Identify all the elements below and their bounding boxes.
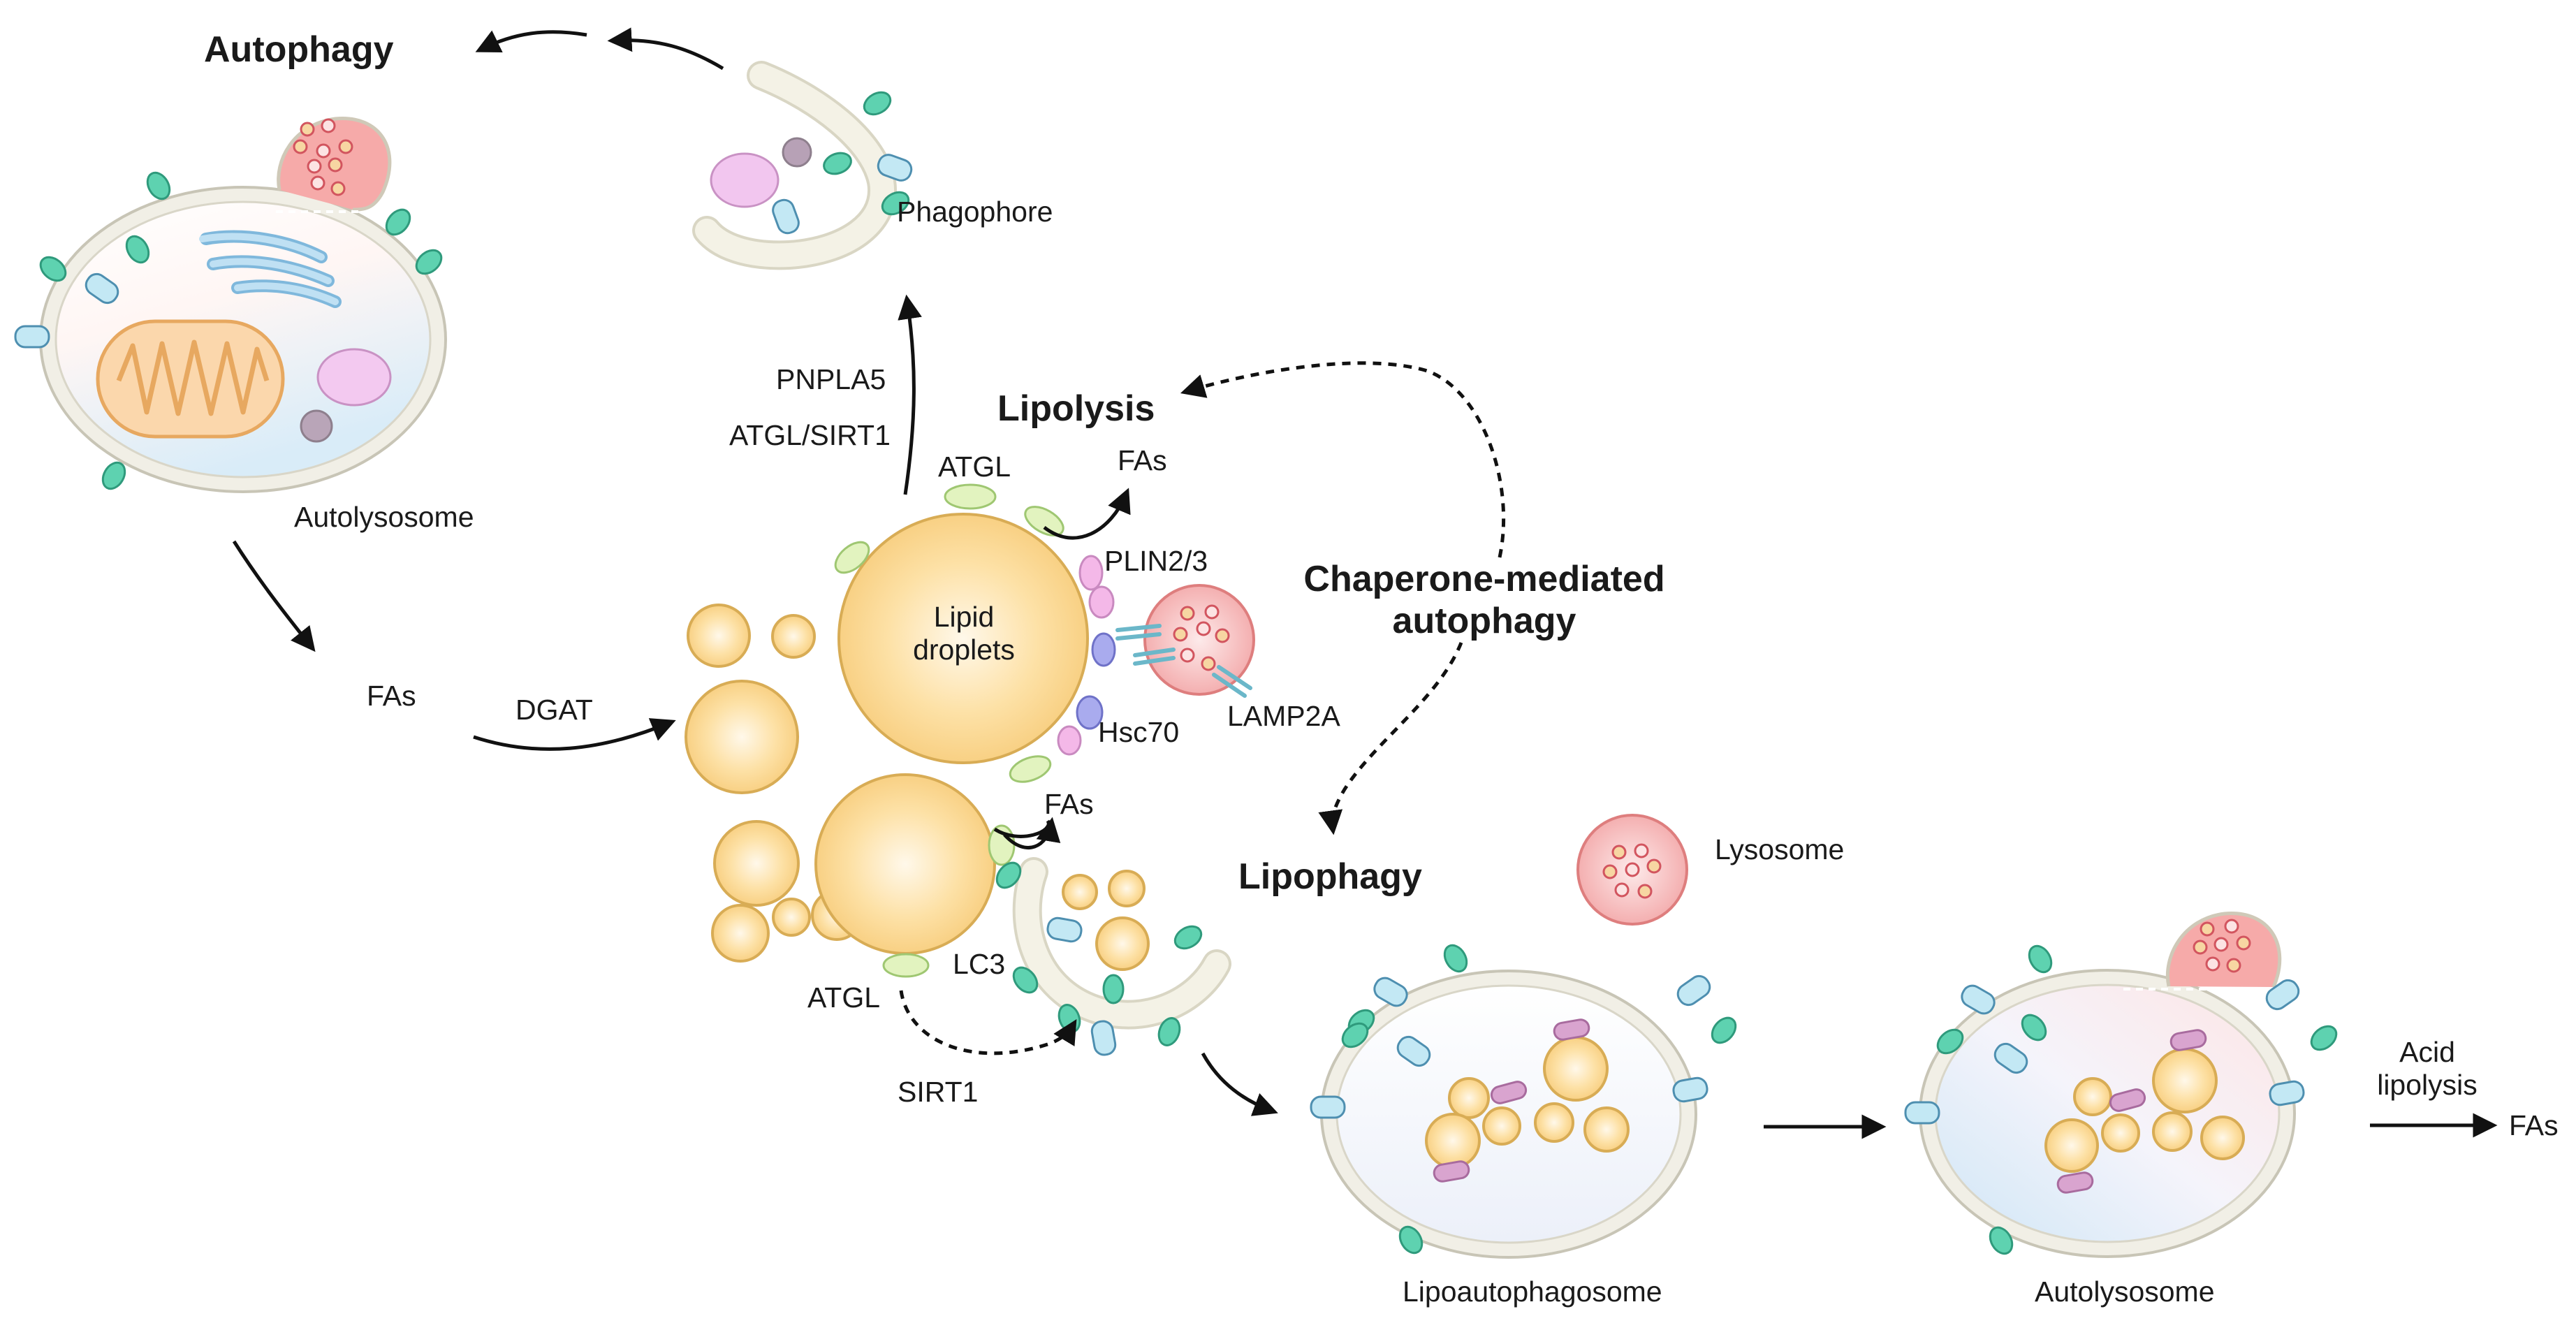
lipoautophagosome <box>1320 970 1697 1259</box>
hsc70-label: Hsc70 <box>1098 716 1180 748</box>
phagophore <box>692 61 898 270</box>
lipolysis-title: Lipolysis <box>997 388 1155 429</box>
atgl-bottom-label: ATGL <box>807 981 881 1014</box>
cma-lysosome-granule <box>1180 606 1195 621</box>
lysosome-granule <box>1611 845 1627 860</box>
lysosome-bottom-granule <box>2193 940 2208 955</box>
fas-right-label: FAs <box>2509 1109 2559 1141</box>
dashed-arrows <box>899 361 1506 1055</box>
arrow-fas-top <box>1043 488 1131 540</box>
lysosome-top-granule <box>316 143 331 159</box>
lysosome-granule <box>1634 843 1649 858</box>
chaperone-line1: Chaperone-mediated <box>1303 559 1665 599</box>
arrow-sirt1 <box>899 990 1077 1055</box>
lipoautophagosome-label: Lipoautophagosome <box>1403 1276 1662 1308</box>
lamp2a-label: LAMP2A <box>1227 700 1340 732</box>
golgi-apparatus <box>199 230 342 308</box>
autolysosome-bottom <box>1919 912 2296 1258</box>
lipid-droplets-cluster <box>685 513 1089 963</box>
cma-lysosome-granule <box>1201 656 1216 671</box>
cargo-particle-icon <box>300 409 333 443</box>
arrow-autolysosome-to-fas <box>232 540 316 652</box>
cma-lysosome-granule <box>1204 604 1220 620</box>
lysosome-top-granule <box>300 122 315 137</box>
lysosome-granule <box>1625 862 1640 877</box>
fas-left-label: FAs <box>367 680 416 712</box>
lipophagy-phagophore <box>1012 857 1231 1030</box>
lysosome-bottom-granule <box>2213 937 2229 952</box>
phagophore-label: Phagophore <box>897 196 1053 228</box>
autolysosome-top-label: Autolysosome <box>294 501 474 533</box>
autolysosome-bottom-label: Autolysosome <box>2035 1276 2215 1308</box>
arrow-dgat <box>473 718 676 751</box>
lysosome-granule <box>1637 884 1653 899</box>
arrow-cma-to-lipolysis <box>1180 361 1506 558</box>
lc3-protein-icons <box>39 91 2338 1255</box>
arrow-autophagy-2 <box>475 30 587 52</box>
lysosome-bottom-granule <box>2236 935 2251 951</box>
lysosome-granule <box>1646 858 1662 874</box>
atgl-protein-icons <box>834 483 1064 978</box>
lysosome-bottom-granule <box>2224 919 2239 934</box>
cargo-vesicle-icon <box>316 348 392 407</box>
lysosome-top-granule <box>338 139 353 154</box>
arrow-to-lipoautophagosome <box>1201 1052 1278 1116</box>
lysosome-top-granule <box>328 157 343 173</box>
lysosome-top-granule <box>293 139 308 154</box>
chaperone-mediated-autophagy-label: Chaperone-mediated autophagy <box>1282 559 1687 643</box>
lysosome-bottom-granule <box>2226 958 2241 973</box>
dgat-label: DGAT <box>515 694 593 726</box>
acid-line1: Acid <box>2399 1036 2455 1068</box>
mitochondrion <box>96 319 285 439</box>
chaperone-line2: autophagy <box>1392 600 1576 641</box>
lipophagy-title: Lipophagy <box>1238 856 1422 897</box>
lysosome-granule <box>1602 864 1618 879</box>
atgl-top-label: ATGL <box>938 451 1011 483</box>
lysosome-label: Lysosome <box>1715 833 1845 865</box>
lysosome-top-granule <box>310 175 325 191</box>
cma-lysosome-granule <box>1196 621 1211 636</box>
cma-lysosome-granule <box>1173 627 1188 642</box>
arrow-cma-to-lipophagy <box>1318 642 1463 835</box>
pathway-arrows <box>232 27 2498 1139</box>
cma-lysosome-granule <box>1215 628 1230 643</box>
pnpla5-label: PNPLA5 <box>776 363 886 395</box>
plin-hsc70-protein-icons <box>1057 555 1116 756</box>
acid-line2: lipolysis <box>2377 1069 2478 1102</box>
lysosome-granule <box>1614 882 1630 898</box>
receptor-protein-icons <box>14 154 2305 1125</box>
autolysosome-top <box>39 117 447 493</box>
cma-lysosome-granule <box>1180 648 1195 663</box>
lysosome-top-granule <box>321 118 336 133</box>
lysosome-bottom-granule <box>2205 956 2220 972</box>
lysosome-top-granule <box>307 159 322 174</box>
lc3-label: LC3 <box>953 948 1006 980</box>
lysosome-top-granule <box>330 181 346 196</box>
fas-top-label: FAs <box>1118 444 1167 476</box>
atgl-sirt1-label: ATGL/SIRT1 <box>729 419 891 451</box>
fas-mid-label: FAs <box>1044 788 1094 820</box>
lysosome-bottom-granule <box>2200 921 2215 937</box>
sirt1-label: SIRT1 <box>898 1076 979 1108</box>
autophagy-title: Autophagy <box>204 29 394 70</box>
lipid-droplets-line2: droplets <box>913 634 1015 666</box>
cma-lysosome <box>1115 584 1255 698</box>
lipid-droplets-line1: Lipid <box>933 601 995 633</box>
arrow-autophagy-1 <box>607 27 724 71</box>
acid-lipolysis-label: Acid lipolysis <box>2361 1036 2494 1102</box>
lipid-droplets-label: Lipid droplets <box>905 601 1023 666</box>
plin-label: PLIN2/3 <box>1104 545 1208 577</box>
arrow-pnpla5 <box>898 294 922 495</box>
